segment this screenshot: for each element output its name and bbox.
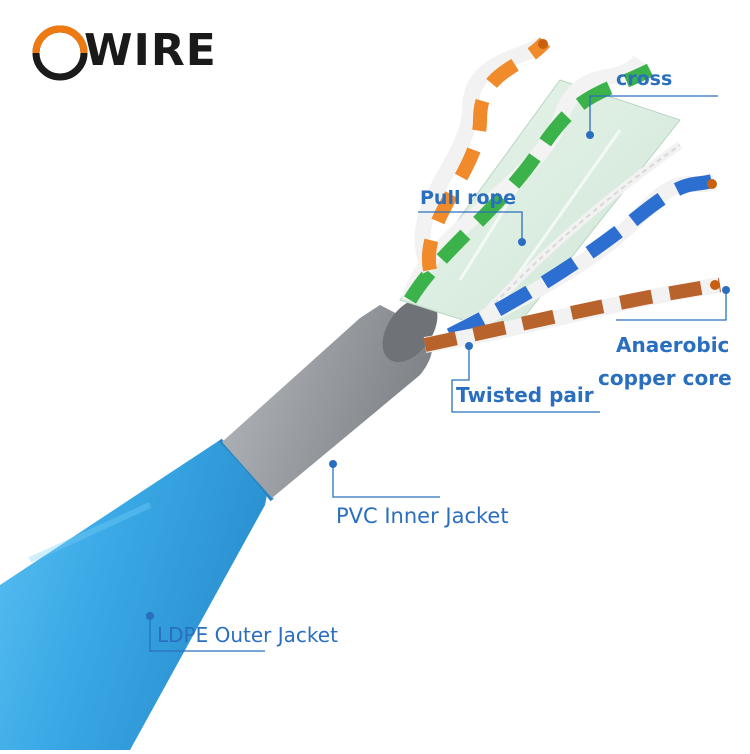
label-pull-rope: Pull rope: [420, 187, 516, 209]
brand-logo-mark: [36, 29, 84, 77]
label-anaerobic-line2: copper core: [598, 366, 732, 390]
label-pvc-inner-jacket: PVC Inner Jacket: [336, 504, 509, 528]
brand-logo-text: WIRE: [84, 29, 217, 73]
label-cross: cross: [616, 68, 672, 90]
label-ldpe-outer-jacket: LDPE Outer Jacket: [157, 623, 338, 647]
ldpe-outer-jacket: [0, 440, 272, 750]
label-anaerobic-line1: Anaerobic: [616, 333, 729, 357]
callout-pvc-inner: [329, 460, 440, 497]
label-twisted-pair: Twisted pair: [456, 383, 594, 407]
